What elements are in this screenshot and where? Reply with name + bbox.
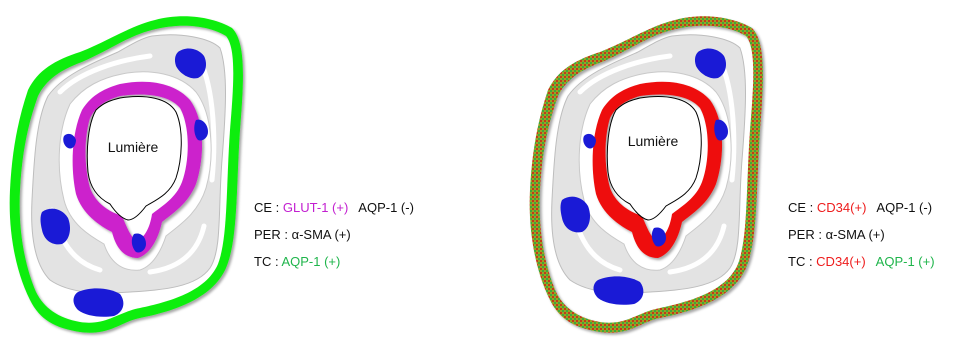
pericyte (63, 133, 76, 149)
legend-ce-prefix: CE : (254, 200, 283, 215)
tissue-cleft (49, 53, 217, 275)
vessel-diagram-glut1: Lumière (9, 16, 243, 333)
pericyte (174, 48, 206, 79)
legend-ce-glut1-marker: GLUT-1 (+) (282, 200, 349, 215)
legend-ce-aqp1-marker: AQP-1 (-) (876, 200, 933, 215)
pericyte (714, 119, 728, 141)
pericyte (593, 276, 644, 305)
pericyte (40, 208, 70, 245)
pericyte (131, 233, 146, 253)
legend-per-text: PER : α-SMA (+) (254, 227, 351, 242)
legend-ce-row: CE : CD34(+) AQP-1 (-) (788, 194, 935, 221)
lumen (606, 96, 702, 221)
legend-tc-prefix: TC : (254, 254, 282, 269)
legend-tc-row: TC : CD34(+) AQP-1 (+) (788, 248, 935, 275)
legend-glut1: CE : GLUT-1 (+) AQP-1 (-) PER : α-SMA (+)… (254, 194, 414, 275)
pericyte (194, 119, 208, 141)
pericyte (651, 227, 666, 247)
endothelial-cells (72, 81, 203, 258)
legend-tc-aqp1-marker: AQP-1 (+) (281, 254, 341, 269)
legend-per-row: PER : α-SMA (+) (254, 221, 414, 248)
pericyte (583, 133, 596, 149)
pericyte (73, 288, 124, 317)
legend-tc-prefix: TC : (788, 254, 817, 269)
telocyte-outer-layer (9, 16, 243, 333)
pericyte (560, 196, 590, 233)
lumen (86, 96, 182, 221)
legend-cd34: CE : CD34(+) AQP-1 (-) PER : α-SMA (+) TC… (788, 194, 935, 275)
pericyte (694, 48, 726, 79)
legend-per-row: PER : α-SMA (+) (788, 221, 935, 248)
legend-ce-prefix: CE : (788, 200, 817, 215)
lumen-label: Lumière (108, 139, 159, 155)
legend-tc-row: TC : AQP-1 (+) (254, 248, 414, 275)
legend-tc-aqp1-marker: AQP-1 (+) (875, 254, 935, 269)
legend-ce-cd34-marker: CD34(+) (816, 200, 867, 215)
legend-tc-cd34-marker: CD34(+) (816, 254, 866, 269)
legend-per-text: PER : α-SMA (+) (788, 227, 885, 242)
telocyte-outer-layer (529, 16, 763, 333)
legend-ce-row: CE : GLUT-1 (+) AQP-1 (-) (254, 194, 414, 221)
tissue-cleft (569, 53, 737, 275)
legend-ce-aqp1-marker: AQP-1 (-) (358, 200, 414, 215)
vessel-diagram-cd34: Lumière (529, 16, 763, 333)
endothelial-cells (592, 81, 723, 258)
lumen-label: Lumière (628, 133, 679, 149)
